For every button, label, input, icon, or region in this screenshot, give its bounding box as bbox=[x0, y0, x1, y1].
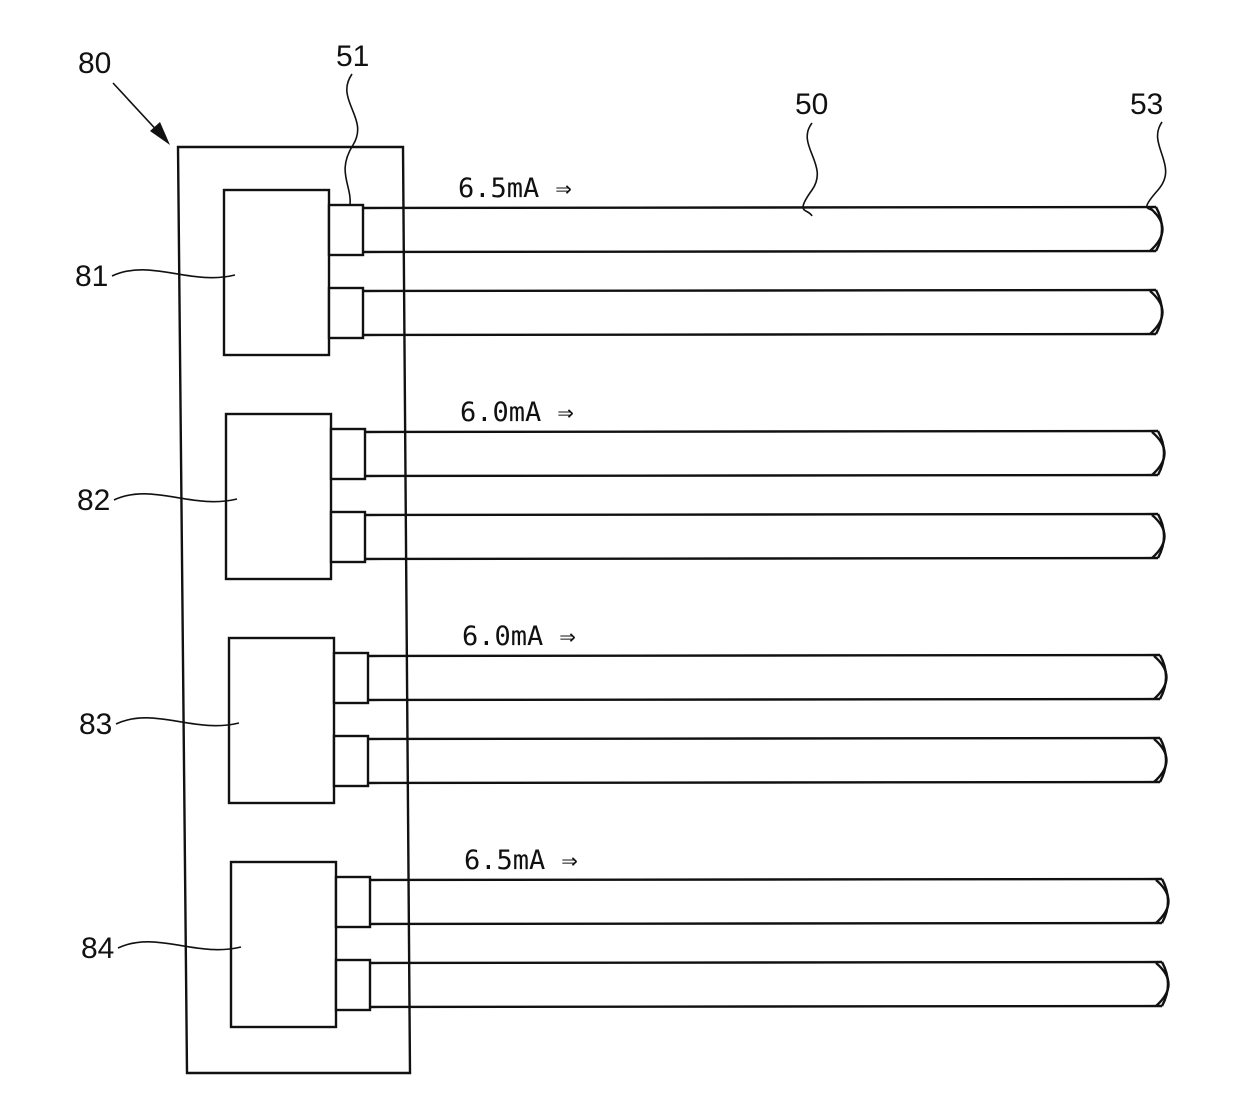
leader-84 bbox=[118, 942, 241, 950]
label-lamp: 50 bbox=[795, 88, 828, 121]
inverter-group-83: 83 6.0mA ⇒ bbox=[79, 621, 1167, 803]
current-83: 6.0mA ⇒ bbox=[462, 621, 576, 652]
label-electrode: 51 bbox=[336, 40, 369, 73]
lamp-81-a bbox=[329, 205, 1163, 255]
lamp-83-a bbox=[334, 653, 1167, 703]
electrode-83-a bbox=[334, 653, 368, 703]
lamp-84-b bbox=[336, 960, 1169, 1010]
label-inverter-84: 84 bbox=[81, 932, 114, 965]
assembly-pointer-arrow bbox=[113, 83, 170, 145]
leader-lamp bbox=[803, 123, 817, 216]
lamp-81-b bbox=[329, 288, 1163, 338]
leader-electrode bbox=[345, 74, 358, 205]
inverter-83-box bbox=[229, 638, 334, 803]
inverter-84-box bbox=[231, 862, 336, 1027]
label-lamp-end: 53 bbox=[1130, 88, 1163, 121]
leader-82 bbox=[114, 494, 237, 502]
lamp-84-a bbox=[336, 877, 1169, 927]
inverter-82-box bbox=[226, 414, 331, 579]
leader-81 bbox=[112, 270, 235, 278]
lamp-82-a bbox=[331, 429, 1165, 479]
electrode-81-b bbox=[329, 288, 363, 338]
label-inverter-82: 82 bbox=[77, 484, 110, 517]
inverter-group-81: 81 6.5mA ⇒ bbox=[75, 173, 1163, 355]
electrode-81-a bbox=[329, 205, 363, 255]
electrode-84-a bbox=[336, 877, 370, 927]
electrode-83-b bbox=[334, 736, 368, 786]
label-inverter-83: 83 bbox=[79, 708, 112, 741]
inverter-81-box bbox=[224, 190, 329, 355]
current-82: 6.0mA ⇒ bbox=[460, 397, 574, 428]
electrode-82-b bbox=[331, 512, 365, 562]
label-inverter-81: 81 bbox=[75, 260, 108, 293]
current-84: 6.5mA ⇒ bbox=[464, 845, 578, 876]
leader-lamp-end bbox=[1147, 122, 1166, 214]
lamp-83-b bbox=[334, 736, 1167, 786]
leader-83 bbox=[116, 718, 239, 726]
inverter-group-84: 84 6.5mA ⇒ bbox=[81, 845, 1169, 1027]
electrode-82-a bbox=[331, 429, 365, 479]
label-assembly: 80 bbox=[78, 47, 111, 80]
inverter-group-82: 82 6.0mA ⇒ bbox=[77, 397, 1165, 579]
electrode-84-b bbox=[336, 960, 370, 1010]
current-81: 6.5mA ⇒ bbox=[458, 173, 572, 204]
lamp-82-b bbox=[331, 512, 1165, 562]
